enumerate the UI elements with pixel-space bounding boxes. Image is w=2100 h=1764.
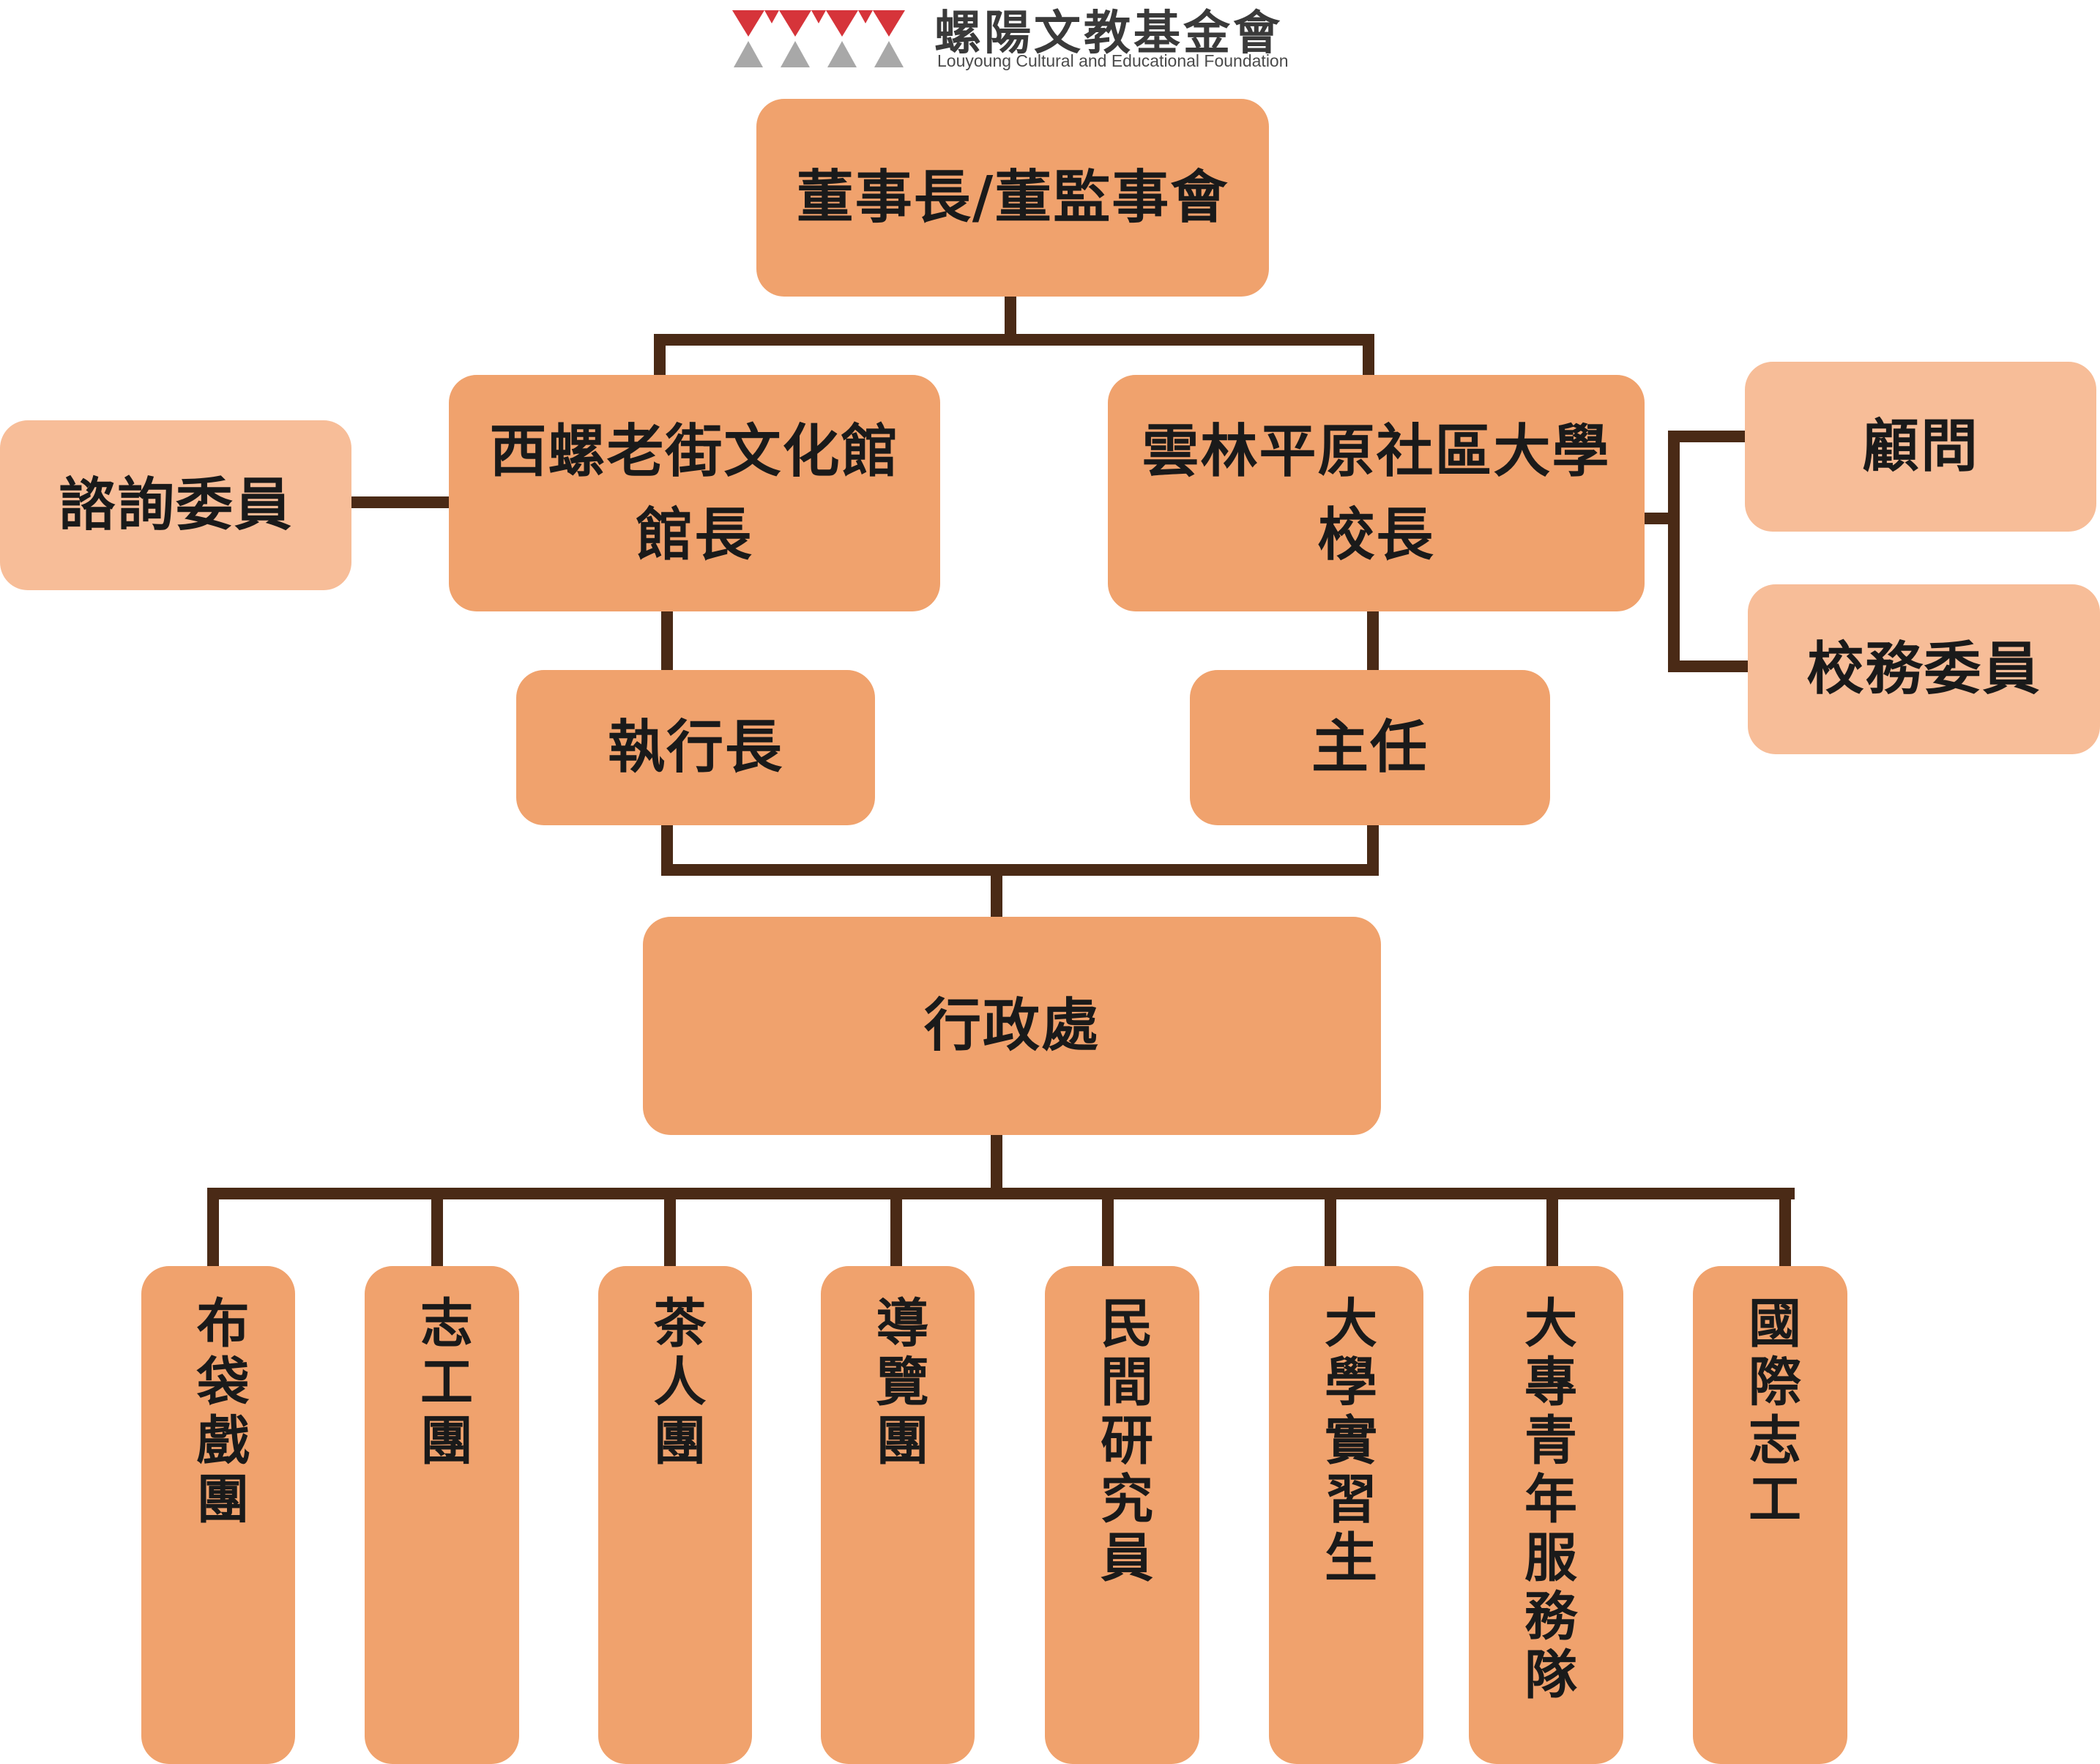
school-committee-label: 校務委員 — [1806, 636, 2041, 702]
connector-line — [1668, 431, 1680, 672]
foundation-name: 螺陽文教基金會 — [934, 7, 1283, 61]
connector-line — [654, 334, 666, 378]
foundation-name-english: Louyoung Cultural and Educational Founda… — [937, 51, 1289, 70]
unit-university-interns: 大學實習生 — [1269, 1266, 1423, 1764]
director-node: 主任 — [1190, 670, 1550, 825]
connector-line — [1779, 1188, 1791, 1268]
consultant-node: 顧問 — [1745, 362, 2096, 532]
connector-line — [1005, 296, 1016, 340]
connector-line — [1325, 1188, 1336, 1268]
connector-line — [1668, 431, 1746, 442]
ceo-node: 執行長 — [516, 670, 875, 825]
admin-office-label: 行政處 — [923, 993, 1100, 1059]
unit-label: 茶人團 — [644, 1295, 706, 1471]
connector-line — [350, 496, 451, 508]
unit-label: 大學實習生 — [1315, 1295, 1377, 1588]
connector-line — [1102, 1188, 1114, 1268]
connector-line — [1367, 823, 1379, 876]
connector-line — [1367, 611, 1379, 672]
unit-tea-team: 茶人團 — [598, 1266, 752, 1764]
connector-line — [654, 334, 1374, 346]
board-label: 董事長/董監事會 — [796, 165, 1229, 231]
connector-line — [1363, 334, 1374, 378]
unit-label: 大專青年服務隊 — [1515, 1295, 1577, 1705]
museum-curator-node: 西螺老街文化館 館長 — [449, 375, 940, 611]
board-node: 董事長/董監事會 — [756, 99, 1269, 297]
ceo-label: 執行長 — [607, 715, 783, 781]
university-principal-node: 雲林平原社區大學 校長 — [1108, 375, 1645, 611]
connector-line — [664, 1188, 676, 1268]
connector-line — [1546, 1188, 1558, 1268]
foundation-logo-icon — [732, 10, 905, 67]
connector-line — [431, 1188, 443, 1268]
connector-line — [661, 823, 673, 876]
admin-office-node: 行政處 — [643, 917, 1381, 1135]
university-name-label: 雲林平原社區大學 — [1142, 418, 1611, 485]
connector-line — [207, 1188, 1795, 1199]
unit-label: 民間研究員 — [1091, 1295, 1153, 1588]
director-label: 主任 — [1311, 715, 1429, 781]
unit-volunteer-team: 志工團 — [365, 1266, 519, 1764]
museum-name-label: 西螺老街文化館 — [489, 418, 900, 485]
unit-label: 志工團 — [411, 1295, 473, 1471]
unit-international-volunteers: 國際志工 — [1693, 1266, 1847, 1764]
connector-line — [1668, 660, 1749, 672]
school-committee-node: 校務委員 — [1748, 584, 2100, 754]
connector-line — [1643, 513, 1674, 524]
unit-label: 導覽團 — [867, 1295, 928, 1471]
unit-label: 布袋戲團 — [187, 1295, 249, 1530]
unit-label: 國際志工 — [1739, 1295, 1801, 1530]
unit-folk-researchers: 民間研究員 — [1045, 1266, 1199, 1764]
museum-curator-label: 館長 — [636, 502, 753, 568]
unit-puppet-troupe: 布袋戲團 — [141, 1266, 295, 1764]
advisory-committee-node: 諮詢委員 — [0, 420, 351, 590]
connector-line — [661, 864, 1379, 876]
unit-guide-team: 導覽團 — [821, 1266, 975, 1764]
consultant-label: 顧問 — [1861, 414, 1979, 480]
connector-line — [991, 870, 1002, 918]
connector-line — [661, 611, 673, 672]
unit-youth-service-team: 大專青年服務隊 — [1469, 1266, 1623, 1764]
foundation-header: 螺陽文教基金會 Louyoung Cultural and Educationa… — [732, 0, 1289, 73]
university-principal-label: 校長 — [1317, 502, 1435, 568]
connector-line — [991, 1134, 1002, 1194]
advisory-committee-label: 諮詢委員 — [58, 472, 293, 538]
connector-line — [207, 1188, 219, 1268]
connector-line — [890, 1188, 902, 1268]
